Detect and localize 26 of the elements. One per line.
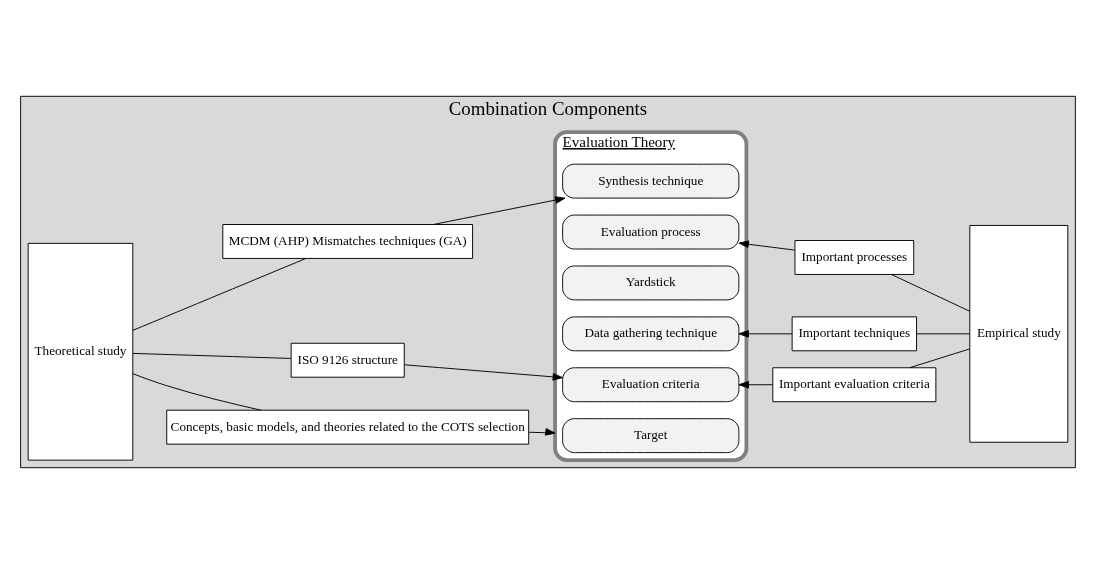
node-box: Data gathering technique — [562, 316, 740, 352]
node-box: Empirical study — [969, 224, 1069, 443]
node-box: Evaluation criteria — [562, 367, 740, 403]
arrow — [433, 196, 566, 225]
arrow — [738, 330, 793, 338]
node-box: ISO 9126 structure — [290, 342, 405, 378]
connector — [132, 258, 307, 331]
connector — [132, 373, 262, 411]
arrow — [738, 380, 774, 389]
node-box: Theoretical study — [27, 242, 134, 461]
connector — [916, 333, 971, 335]
node-box: MCDM (AHP) Mismatches techniques (GA) — [222, 224, 474, 259]
connector — [891, 274, 971, 312]
arrow — [738, 240, 796, 251]
node-box: Synthesis technique — [562, 163, 740, 199]
connector — [909, 348, 971, 369]
node-box: Important techniques — [791, 316, 917, 352]
arrow — [404, 364, 563, 381]
node-box: Important processes — [794, 240, 915, 275]
node-box: Important evaluation criteria — [772, 367, 937, 403]
arrow — [528, 428, 556, 436]
connector — [132, 352, 292, 359]
node-box: Target — [562, 418, 740, 454]
node-box: Yardstick — [562, 265, 740, 301]
node-box: Evaluation process — [562, 214, 740, 250]
node-box: Concepts, basic models, and theories related to the COTS selection — [166, 409, 530, 445]
